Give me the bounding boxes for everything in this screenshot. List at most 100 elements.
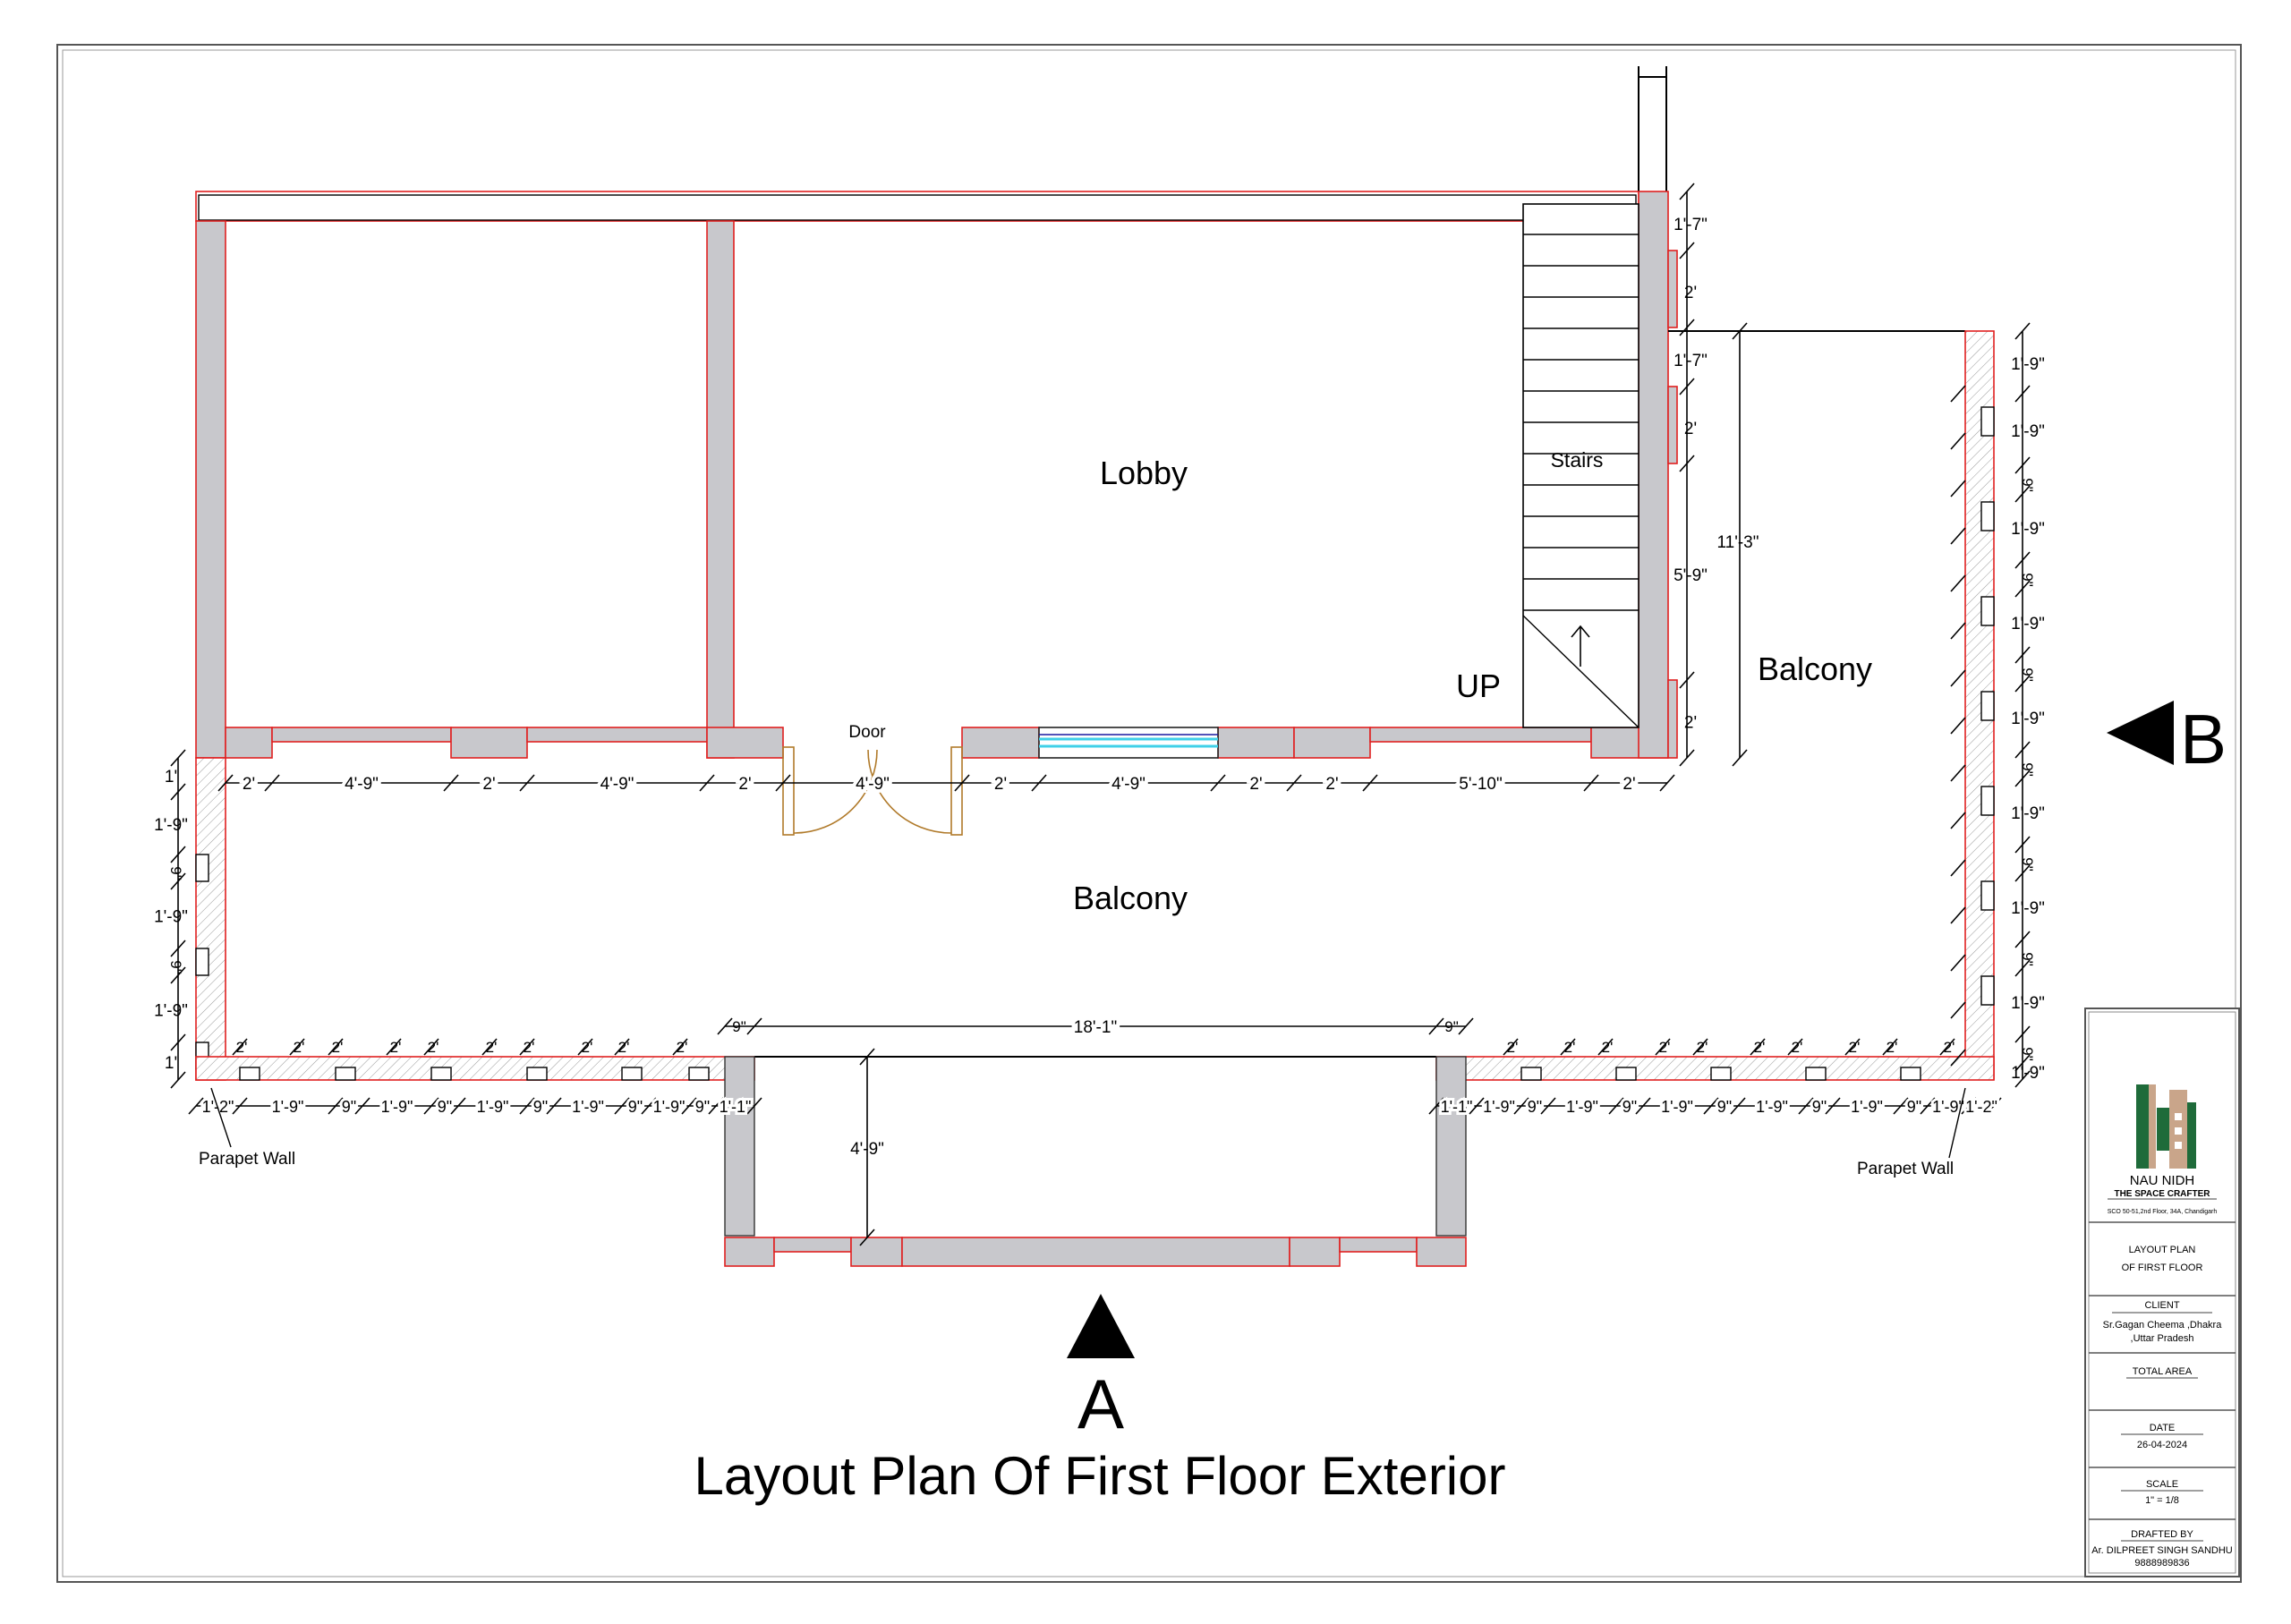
- svg-text:A: A: [1077, 1365, 1124, 1443]
- dimension-tick: [2014, 836, 2031, 854]
- scale-label: SCALE: [2146, 1479, 2178, 1490]
- dimension-tick: [1679, 242, 1695, 259]
- dimension-tick: [1950, 906, 1966, 924]
- dimension-tick: [1362, 774, 1378, 792]
- dimension-label: 2': [1684, 420, 1697, 438]
- dimension-label: 1'-9": [720, 1098, 752, 1116]
- dimension-label: 2': [1659, 1039, 1671, 1056]
- dimension-tick: [170, 783, 186, 801]
- dimension-label: 1'-9": [572, 1098, 604, 1116]
- dimension-label: 2': [582, 1039, 593, 1056]
- client-name-line2: ,Uttar Pradesh: [2131, 1333, 2194, 1344]
- drafted-label: DRAFTED BY: [2131, 1529, 2193, 1540]
- dimension-tick: [1787, 1038, 1803, 1056]
- main-door: [782, 746, 963, 836]
- drawing-title-line1: LAYOUT PLAN: [2129, 1245, 2196, 1255]
- dimension-tick: [2014, 931, 2031, 948]
- front-window: [1038, 727, 1219, 759]
- dimension-tick: [232, 1097, 248, 1115]
- parapet-notch: [1980, 596, 1995, 626]
- dimension-tick: [614, 1038, 630, 1056]
- dimension-label: 2': [390, 1039, 402, 1056]
- dimension-label: 9": [2019, 573, 2036, 587]
- dimension-tick: [232, 1038, 248, 1056]
- dimension-tick: [217, 774, 234, 792]
- dimension-label: 1'-7": [1674, 352, 1708, 370]
- dimension-tick: [1961, 1097, 1977, 1115]
- dimension-label: 1'-9": [154, 908, 188, 927]
- dimension-tick: [1950, 812, 1966, 829]
- dimension-label: 1'-9": [2011, 899, 2045, 918]
- dimension-tick: [1950, 1049, 1966, 1067]
- front-projection: [724, 1056, 1467, 1267]
- dimension-label: 2': [1622, 775, 1635, 794]
- dimension-tick: [1730, 1097, 1746, 1115]
- dimension-label: 1'-9": [1566, 1098, 1598, 1116]
- dimension-label: 2': [1944, 1039, 1955, 1056]
- dimension-label: 1'-2": [1965, 1098, 1997, 1116]
- date-value: 26-04-2024: [2137, 1440, 2187, 1450]
- title-block: NAU NIDH THE SPACE CRAFTER SCO 50-51,2nd…: [2084, 1008, 2240, 1577]
- dimension-tick: [746, 1097, 762, 1115]
- dimension-label: 2': [618, 1039, 630, 1056]
- north-wall-core: [198, 194, 1637, 221]
- dimension-tick: [1428, 1097, 1444, 1115]
- dimension-tick: [1825, 1097, 1841, 1115]
- dimension-label: 2': [1684, 714, 1697, 733]
- lobby-label: Lobby: [1100, 455, 1188, 491]
- dimension-tick: [170, 846, 186, 863]
- door-label: Door: [848, 723, 886, 742]
- dimension-label: 4'-9": [850, 1140, 884, 1159]
- parapet-notch: [239, 1067, 260, 1081]
- dimension-label: 1'-9": [2011, 994, 2045, 1013]
- dimension-tick: [1513, 1097, 1529, 1115]
- dimension-tick: [1286, 774, 1302, 792]
- brand-logo-icon: [2136, 1084, 2196, 1169]
- dimension-tick: [354, 1097, 370, 1115]
- dimension-label: 1'-9": [154, 1002, 188, 1021]
- dimension-label: 9": [628, 1098, 643, 1116]
- dimension-tick: [1597, 1038, 1614, 1056]
- drafted-phone: 9888989836: [2134, 1558, 2189, 1569]
- dimension-label: 1'-1": [1441, 1098, 1473, 1116]
- dimension-tick: [1950, 1001, 1966, 1019]
- dimension-label: 1'-9": [1661, 1098, 1693, 1116]
- up-label: UP: [1456, 667, 1501, 704]
- brand-name: NAU NIDH: [2130, 1173, 2195, 1188]
- parapet-notch: [195, 854, 209, 882]
- dimension-label: 1'-6": [2011, 0, 2045, 4]
- dimension-label: 9": [167, 866, 184, 880]
- dimension-label: 1'-9": [272, 1098, 304, 1116]
- dimension-tick: [1950, 859, 1966, 877]
- dimension-label: 1'-9": [1756, 1098, 1788, 1116]
- dimension-tick: [2014, 580, 2031, 598]
- dimension-tick: [2014, 864, 2031, 882]
- dimension-label: 9": [1444, 1018, 1459, 1035]
- dimension-tick: [577, 1038, 593, 1056]
- dimension-label: 9": [1717, 1098, 1732, 1116]
- dimension-tick: [1608, 1097, 1624, 1115]
- dimension-tick: [1732, 749, 1748, 767]
- dimension-tick: [672, 1038, 688, 1056]
- dimension-label: 9": [1907, 1098, 1921, 1116]
- dimension-tick: [1679, 378, 1695, 395]
- dimension-tick: [328, 1038, 344, 1056]
- dimension-label: 1'-9": [154, 816, 188, 835]
- dimension-label: 2': [486, 1039, 498, 1056]
- dimension-tick: [1635, 1097, 1651, 1115]
- dimension-label: 9": [732, 1018, 746, 1035]
- dimension-tick: [2014, 675, 2031, 693]
- parapet-notch: [1900, 1067, 1921, 1081]
- parapet-notch: [526, 1067, 548, 1081]
- dimension-tick: [699, 774, 715, 792]
- dimension-label: 9": [2019, 952, 2036, 966]
- parapet-notch: [1980, 501, 1995, 531]
- dimension-tick: [1679, 319, 1695, 336]
- parapet-notch: [430, 1067, 452, 1081]
- parapet-notch: [621, 1067, 643, 1081]
- dimension-tick: [264, 774, 280, 792]
- dimension-label: 2': [677, 1039, 688, 1056]
- dimension-tick: [717, 1017, 733, 1035]
- dimension-label: 9": [167, 960, 184, 974]
